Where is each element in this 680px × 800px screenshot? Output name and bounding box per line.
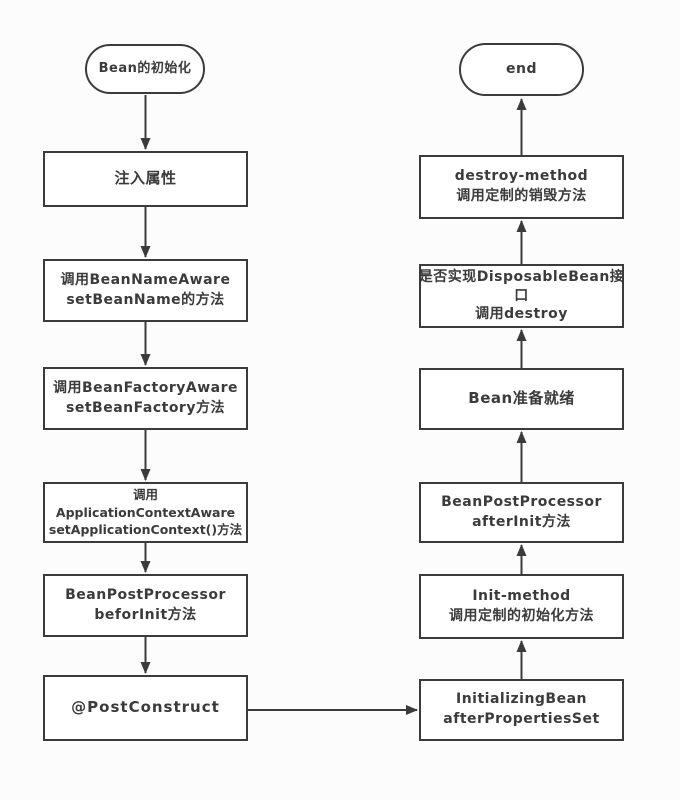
node-inject-properties: 注入属性: [43, 151, 248, 207]
node-label-line: BeanPostProcessor: [65, 586, 226, 603]
node-label-line: BeanPostProcessor: [441, 493, 602, 510]
node-label-line: InitializingBean: [455, 691, 588, 708]
start-node-label: Bean的初始化: [98, 60, 192, 76]
end-node: end: [459, 43, 584, 96]
node-label-line: 调用: [132, 486, 158, 502]
node-application-context-aware: 调用 ApplicationContextAware setApplicatio…: [43, 482, 248, 543]
node-bean-factory-aware: 调用BeanFactoryAware setBeanFactory方法: [43, 367, 248, 430]
end-node-label: end: [506, 60, 537, 77]
node-bean-name-aware: 调用BeanNameAware setBeanName的方法: [43, 259, 248, 322]
node-after-init: BeanPostProcessor afterInit方法: [419, 482, 624, 543]
node-label-line: setBeanName的方法: [66, 291, 225, 308]
node-label-line: 调用BeanNameAware: [60, 271, 231, 288]
node-before-init: BeanPostProcessor beforInit方法: [43, 574, 248, 637]
node-label-line: 调用destroy: [475, 306, 568, 323]
node-label-line: destroy-method: [454, 168, 589, 185]
node-bean-ready: Bean准备就绪: [419, 368, 624, 430]
node-label-line: afterPropertiesSet: [443, 711, 600, 727]
node-label-line: ApplicationContextAware: [55, 504, 236, 520]
node-label-line: @PostConstruct: [71, 698, 220, 717]
node-disposable-bean: 是否实现DisposableBean接 口 调用destroy: [419, 264, 624, 328]
node-label-line: 调用定制的销毁方法: [456, 188, 587, 204]
node-label-line: afterInit方法: [472, 513, 571, 530]
start-node: Bean的初始化: [85, 44, 205, 94]
node-label-line: beforInit方法: [94, 606, 197, 623]
node-label-line: 注入属性: [114, 169, 177, 188]
node-post-construct: @PostConstruct: [43, 675, 248, 741]
node-label-line: 调用定制的初始化方法: [449, 607, 594, 624]
node-label-line: 是否实现DisposableBean接: [418, 268, 625, 285]
node-destroy-method: destroy-method 调用定制的销毁方法: [419, 155, 624, 219]
node-label-line: 调用BeanFactoryAware: [52, 379, 239, 396]
node-label-line: setApplicationContext()方法: [48, 522, 243, 538]
node-init-method: Init-method 调用定制的初始化方法: [419, 574, 624, 639]
node-label-line: setBeanFactory方法: [66, 399, 225, 416]
node-initializing-bean: InitializingBean afterPropertiesSet: [419, 679, 624, 741]
node-label-line: Init-method: [472, 587, 571, 604]
node-label-line: 口: [514, 287, 529, 304]
node-label-line: Bean准备就绪: [468, 389, 575, 408]
